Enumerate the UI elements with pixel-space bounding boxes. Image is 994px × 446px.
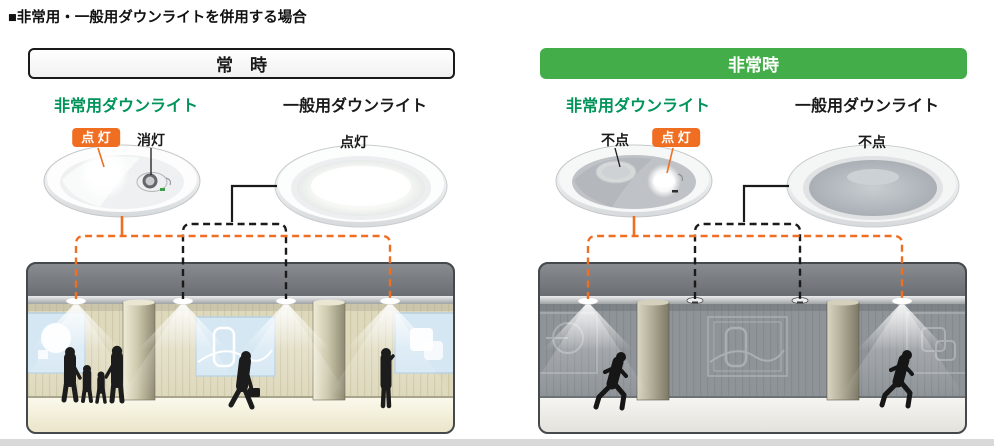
ceiling-soffit	[538, 296, 967, 304]
scene-border	[26, 262, 455, 434]
emergency-downlight-normal-illustration	[43, 144, 201, 218]
general-circuit-feed	[230, 184, 277, 222]
main-lamp-off	[809, 160, 937, 216]
person-standing	[380, 348, 395, 409]
scene-normal-corridor	[26, 262, 455, 434]
ceiling-soffit	[26, 296, 455, 304]
people-family-group	[61, 345, 125, 404]
emergency-sub-lamp-lit	[647, 164, 684, 198]
leader-line	[666, 147, 674, 174]
page-title: ■非常用・一般用ダウンライトを併用する場合	[8, 10, 307, 26]
pillar	[636, 299, 670, 401]
main-lamp-off	[595, 160, 637, 184]
wall-top-shadow	[26, 304, 455, 311]
leader-line	[614, 147, 621, 168]
label-general-downlight: 一般用ダウンライト	[282, 98, 428, 115]
emergency-circuit-dashed	[74, 234, 392, 299]
general-circuit-dashed	[693, 222, 802, 299]
poster-phone-glyph	[724, 326, 748, 368]
wiring-emergency	[586, 147, 904, 299]
status-badge-lit: 点 灯	[652, 128, 700, 147]
general-downlight-normal-illustration	[274, 144, 448, 228]
light-cone	[840, 302, 964, 396]
label-emergency-downlight: 非常用ダウンライト	[565, 98, 711, 115]
person-walking	[228, 351, 260, 410]
ceiling-band	[538, 262, 967, 296]
wiring-normal	[74, 147, 392, 299]
floor	[538, 398, 967, 434]
charge-indicator	[160, 188, 165, 191]
emergency-sub-lamp-off	[136, 172, 172, 192]
general-circuit-feed	[742, 184, 789, 222]
light-cone	[121, 302, 245, 396]
header-normal-time: 常 時	[28, 48, 455, 79]
floor-baseline	[538, 396, 967, 399]
emergency-circuit-dashed	[586, 234, 904, 299]
label-general-downlight: 一般用ダウンライト	[794, 98, 940, 115]
wall-poster-dark	[707, 316, 788, 377]
status-off: 消灯	[137, 132, 165, 148]
light-cone	[328, 302, 452, 396]
briefcase	[248, 388, 260, 397]
floor-baseline	[26, 396, 455, 399]
status-lit: 点灯	[340, 134, 368, 150]
light-cone	[224, 302, 348, 396]
status-badge-lit: 点 灯	[72, 128, 120, 147]
wall-top-shadow	[538, 304, 967, 311]
header-emergency-time: 非常時	[540, 48, 967, 79]
scene-emergency-corridor	[538, 262, 967, 434]
ceiling-fixtures-normal	[65, 297, 401, 305]
status-not-lit: 不点	[601, 132, 629, 148]
emergency-downlight-emergency-illustration	[555, 144, 713, 218]
scene-border	[538, 262, 967, 434]
label-emergency-downlight: 非常用ダウンライト	[53, 98, 199, 115]
general-circuit-dashed	[181, 222, 288, 299]
ceiling-band	[26, 262, 455, 296]
general-downlight-emergency-illustration	[786, 144, 960, 228]
page-bottom-divider	[0, 439, 994, 446]
status-not-lit: 不点	[858, 134, 886, 150]
leader-line	[97, 147, 105, 168]
